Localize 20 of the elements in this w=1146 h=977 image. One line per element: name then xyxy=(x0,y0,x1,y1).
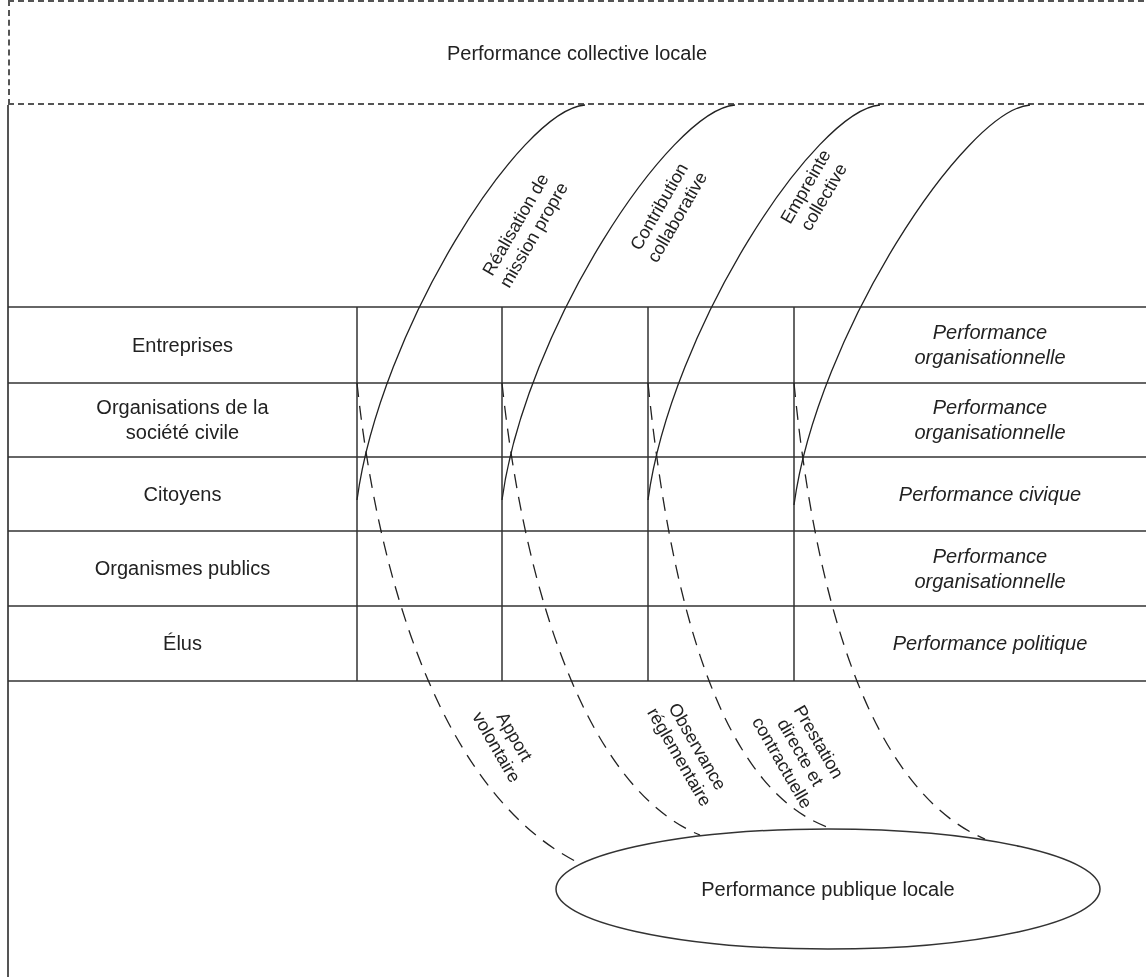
performance-type-text: Performance politique xyxy=(891,631,1089,656)
ellipse-node xyxy=(555,828,1101,950)
band-box xyxy=(8,0,1144,105)
performance-type-text: Performance organisationnelle xyxy=(913,395,1067,445)
row-label: Élus xyxy=(162,631,203,656)
row-label: Organisations de la société civile xyxy=(95,395,270,445)
curved-line xyxy=(356,104,586,501)
node-text: Performance publique locale xyxy=(701,877,955,901)
performance-type-text: Performance organisationnelle xyxy=(913,320,1067,370)
row-label: Citoyens xyxy=(142,481,223,507)
dashed-curve xyxy=(501,382,701,836)
row-label: Organismes publics xyxy=(93,556,272,581)
dashed-curve xyxy=(793,382,986,840)
performance-type-text: Performance organisationnelle xyxy=(913,543,1067,594)
row-label: Entreprises xyxy=(130,332,235,358)
curved-line xyxy=(793,104,1031,506)
performance-type-text: Performance civique xyxy=(897,481,1083,507)
curved-line xyxy=(501,104,736,501)
node-text: Performance collective locale xyxy=(446,41,708,64)
curved-line xyxy=(647,104,881,501)
